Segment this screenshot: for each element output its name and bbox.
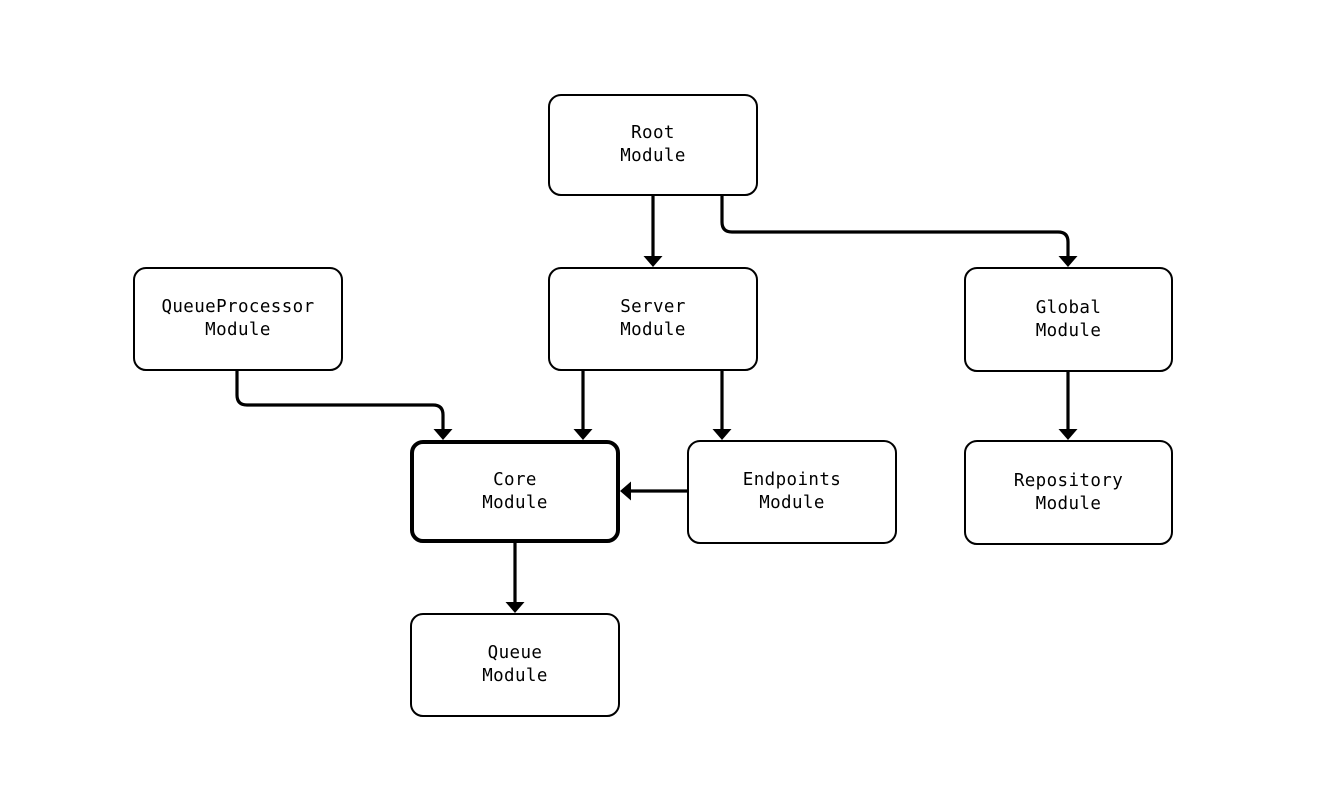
node-label: Global Module bbox=[1035, 297, 1102, 341]
node-queue-module[interactable]: Queue Module bbox=[410, 613, 620, 717]
arrowhead-core-queue bbox=[505, 602, 525, 613]
arrowhead-root-server bbox=[643, 256, 663, 267]
node-root-module[interactable]: Root Module bbox=[548, 94, 758, 196]
edge-root-global bbox=[720, 196, 1070, 258]
node-repository-module[interactable]: Repository Module bbox=[964, 440, 1173, 545]
arrowhead-server-endpoints bbox=[712, 429, 732, 440]
edge-queueprocessor-core bbox=[235, 371, 445, 431]
arrowhead-endpoints-core bbox=[620, 481, 631, 501]
node-label: QueueProcessor Module bbox=[161, 297, 315, 340]
node-core-module[interactable]: Core Module bbox=[410, 440, 620, 543]
arrowhead-server-core bbox=[573, 429, 593, 440]
node-label: Queue Module bbox=[482, 643, 548, 686]
node-label: Root Module bbox=[620, 123, 686, 166]
node-label: Core Module bbox=[482, 469, 548, 513]
arrowhead-root-global bbox=[1058, 256, 1078, 267]
node-server-module[interactable]: Server Module bbox=[548, 267, 758, 371]
node-queueprocessor-module[interactable]: QueueProcessor Module bbox=[133, 267, 343, 371]
arrowhead-queueprocessor-core bbox=[433, 429, 453, 440]
node-label: Server Module bbox=[620, 297, 686, 340]
node-label: Repository Module bbox=[1013, 470, 1124, 514]
node-label: Endpoints Module bbox=[742, 470, 842, 513]
node-global-module[interactable]: Global Module bbox=[964, 267, 1173, 372]
arrowhead-global-repository bbox=[1058, 429, 1078, 440]
node-endpoints-module[interactable]: Endpoints Module bbox=[687, 440, 897, 544]
